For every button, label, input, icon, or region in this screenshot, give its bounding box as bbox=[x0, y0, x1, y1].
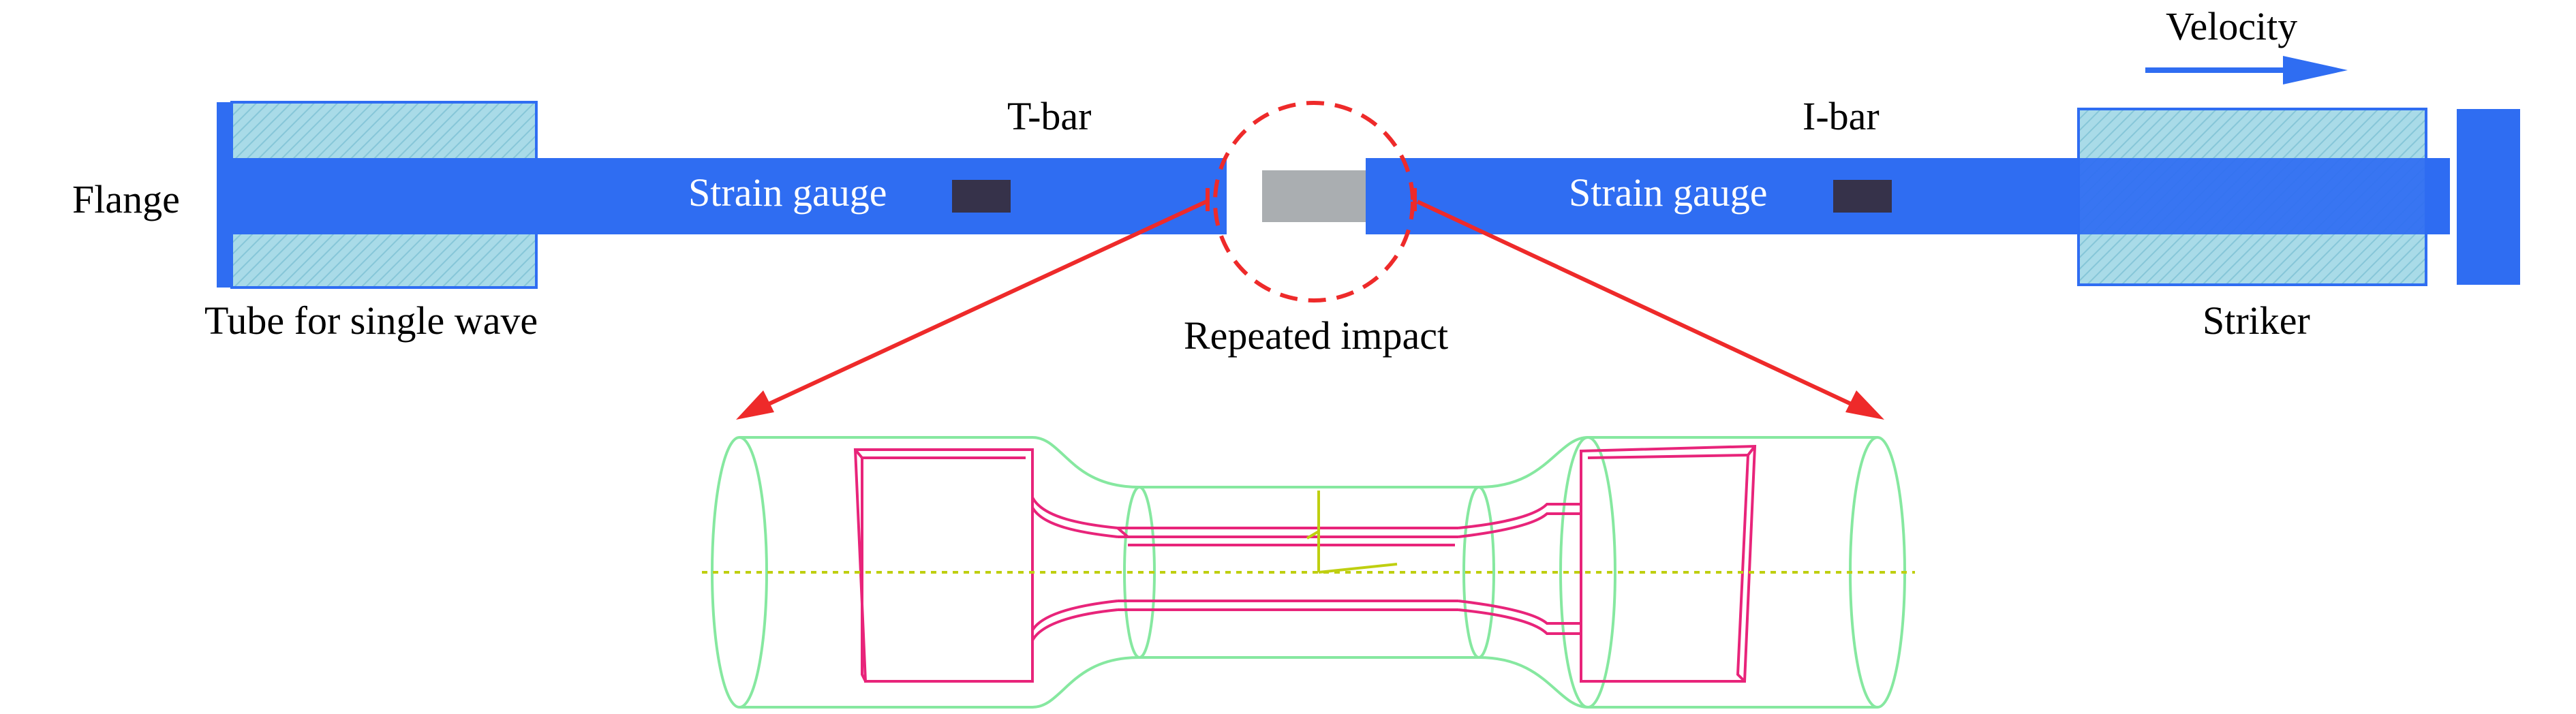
striker-end-block bbox=[2457, 109, 2520, 285]
strain-gauge-left-label: Strain gauge bbox=[688, 170, 887, 215]
callout-arrow-right bbox=[1416, 200, 1870, 414]
transmission-bar bbox=[232, 158, 1227, 234]
flange bbox=[217, 102, 232, 288]
strain-gauge-right-label: Strain gauge bbox=[1569, 170, 1768, 215]
specimen bbox=[1262, 170, 1366, 222]
i-bar-label: I-bar bbox=[1803, 94, 1880, 138]
strain-gauge-left-marker bbox=[952, 180, 1011, 213]
specimen-wireframe bbox=[702, 436, 1915, 709]
striker-label: Striker bbox=[2203, 298, 2310, 343]
callout-arrow-left bbox=[750, 200, 1208, 414]
callout-arrowhead-left-icon bbox=[736, 390, 774, 420]
specimen-section-outline bbox=[853, 444, 1757, 683]
repeated-impact-label: Repeated impact bbox=[1184, 313, 1448, 358]
velocity-label: Velocity bbox=[2166, 4, 2297, 48]
striker-bar bbox=[2079, 158, 2450, 234]
velocity-arrow-icon bbox=[2145, 56, 2348, 84]
callout-arrowhead-right-icon bbox=[1845, 390, 1884, 420]
tube-label: Tube for single wave bbox=[204, 298, 538, 343]
flange-label: Flange bbox=[72, 177, 180, 221]
t-bar-label: T-bar bbox=[1007, 94, 1091, 138]
strain-gauge-right-marker bbox=[1833, 180, 1892, 213]
axis-lines bbox=[702, 491, 1915, 574]
